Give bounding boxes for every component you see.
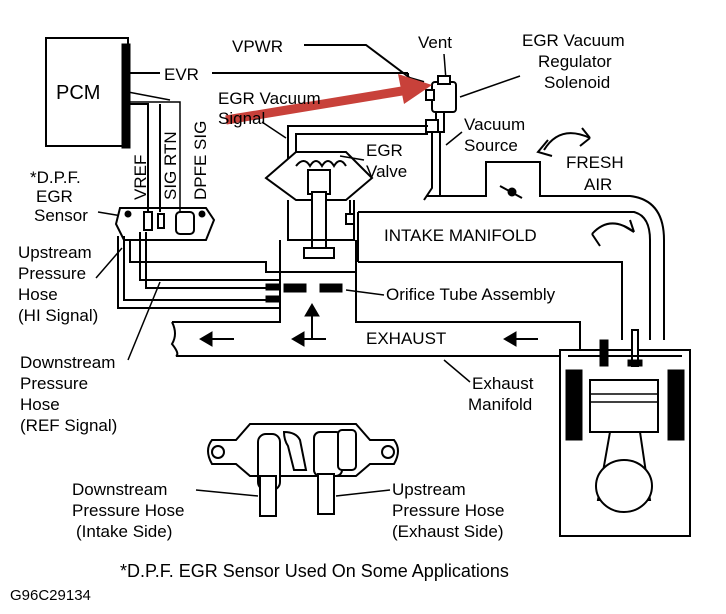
exhaust-manifold-label-2: Manifold: [468, 395, 532, 414]
upstream-label-3: Hose: [18, 285, 58, 304]
egr-valve-label-2: Valve: [366, 162, 407, 181]
downstream-label-4: (REF Signal): [20, 416, 117, 435]
figure-id: G96C29134: [10, 587, 91, 604]
vpwr-wire: VPWR: [232, 37, 425, 83]
us-exhaust-label-2: Pressure Hose: [392, 501, 504, 520]
ds-intake-label-2: Pressure Hose: [72, 501, 184, 520]
dpf-sensor-label-1: *D.P.F.: [30, 168, 81, 187]
ds-intake-label-3: (Intake Side): [76, 522, 172, 541]
fresh-air-label-2: AIR: [584, 175, 612, 194]
vpwr-label: VPWR: [232, 37, 283, 56]
sig-rtn-label: SIG RTN: [161, 131, 180, 200]
us-exhaust-callout: Upstream Pressure Hose (Exhaust Side): [335, 480, 504, 541]
exhaust-manifold-callout: Exhaust Manifold: [443, 359, 534, 414]
downstream-hose-callout: Downstream Pressure Hose (REF Signal): [20, 281, 161, 435]
orifice-label: Orifice Tube Assembly: [386, 285, 556, 304]
intake-manifold: INTAKE MANIFOLD: [357, 161, 665, 340]
dpf-egr-sensor: *D.P.F. EGR Sensor: [30, 168, 216, 241]
upstream-hose-callout: Upstream Pressure Hose (HI Signal): [18, 243, 123, 325]
evr-solenoid-label-2: Regulator: [538, 52, 612, 71]
egr-vac-signal-callout: EGR Vacuum Signal: [218, 89, 321, 139]
ds-intake-label-1: Downstream: [72, 480, 167, 499]
evr-solenoid-callout: EGR Vacuum Regulator Solenoid: [459, 31, 625, 98]
upstream-label-1: Upstream: [18, 243, 92, 262]
vacuum-source-label-1: Vacuum: [464, 115, 525, 134]
sensor-detail: [207, 423, 399, 517]
vacuum-source-label-2: Source: [464, 136, 518, 155]
vacuum-source-hose: Vacuum Source: [423, 115, 525, 201]
dpf-sensor-label-2: EGR: [36, 187, 73, 206]
pressure-hoses: [117, 232, 281, 309]
egr-vac-signal-label-2: Signal: [218, 109, 265, 128]
us-exhaust-label-3: (Exhaust Side): [392, 522, 504, 541]
ds-intake-callout: Downstream Pressure Hose (Intake Side): [72, 480, 259, 541]
footnote: *D.P.F. EGR Sensor Used On Some Applicat…: [120, 561, 509, 581]
evr-solenoid-label-3: Solenoid: [544, 73, 610, 92]
highlight-arrow: [225, 74, 432, 125]
downstream-label-3: Hose: [20, 395, 60, 414]
upstream-label-4: (HI Signal): [18, 306, 98, 325]
vref-label: VREF: [131, 155, 150, 200]
intake-manifold-label: INTAKE MANIFOLD: [384, 226, 537, 245]
dpf-sensor-label-3: Sensor: [34, 206, 88, 225]
evr-solenoid-label-1: EGR Vacuum: [522, 31, 625, 50]
downstream-label-2: Pressure: [20, 374, 88, 393]
us-exhaust-label-1: Upstream: [392, 480, 466, 499]
evr-label: EVR: [164, 65, 199, 84]
vent-callout: Vent: [418, 33, 452, 81]
dpfe-sig-label: DPFE SIG: [191, 121, 210, 200]
fresh-air: FRESH AIR: [536, 127, 624, 194]
exhaust-manifold-label-1: Exhaust: [472, 374, 534, 393]
vent-label: Vent: [418, 33, 452, 52]
orifice-tube: Orifice Tube Assembly: [279, 272, 556, 304]
egr-valve: EGR Valve: [264, 141, 407, 273]
exhaust-label: EXHAUST: [366, 329, 446, 348]
pcm-label: PCM: [56, 82, 100, 104]
upstream-label-2: Pressure: [18, 264, 86, 283]
sensor-wires: VREF SIG RTN DPFE SIG: [127, 91, 210, 212]
exhaust-pipe: EXHAUST: [170, 300, 581, 357]
evr-solenoid: [425, 75, 457, 133]
evr-wire: EVR: [130, 65, 424, 86]
fresh-air-label-1: FRESH: [566, 153, 624, 172]
engine-cylinder: [559, 329, 691, 537]
pcm-module: PCM: [45, 37, 131, 149]
egr-valve-label-1: EGR: [366, 141, 403, 160]
downstream-label-1: Downstream: [20, 353, 115, 372]
egr-vac-signal-label-1: EGR Vacuum: [218, 89, 321, 108]
